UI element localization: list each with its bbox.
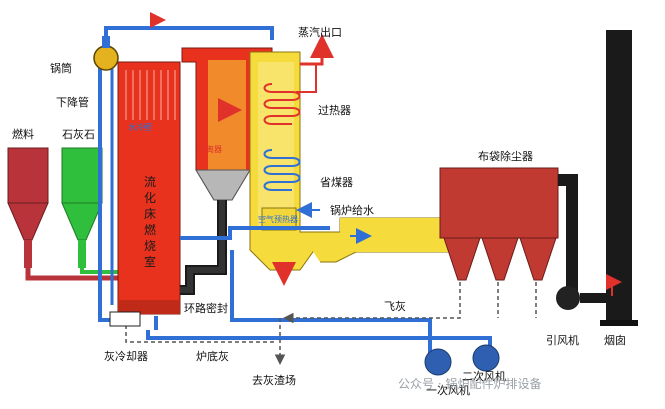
label-superheater: 过热器 xyxy=(318,104,351,117)
label-loop-seal: 环路密封 xyxy=(184,301,228,315)
svg-text:床: 床 xyxy=(144,207,156,221)
ash-cooler xyxy=(109,311,141,327)
label-economizer: 省煤器 xyxy=(320,176,353,189)
fuel-hopper xyxy=(7,147,120,281)
label-steam-outlet: 蒸汽出口 xyxy=(298,25,342,39)
id-fan-duct xyxy=(556,174,606,310)
label-bag-filter: 布袋除尘器 xyxy=(478,149,533,163)
superheater-coil xyxy=(263,34,334,125)
svg-text:化: 化 xyxy=(144,191,156,205)
svg-text:燃: 燃 xyxy=(144,222,156,237)
label-downcomer: 下降管 xyxy=(56,95,89,109)
economizer-coil xyxy=(263,149,320,218)
label-air-preheater: 空气预热器 xyxy=(258,214,298,224)
top-steam-pipe xyxy=(104,12,274,40)
label-water-wall: 水冷壁 xyxy=(128,122,152,132)
back-pass xyxy=(249,51,337,271)
label-bottom-ash: 炉底灰 xyxy=(196,349,229,363)
label-limestone: 石灰石 xyxy=(62,127,95,141)
label-fuel: 燃料 xyxy=(12,127,34,141)
label-ash-yard: 去灰渣场 xyxy=(252,373,296,387)
chimney xyxy=(600,30,638,326)
label-drum: 锅筒 xyxy=(50,61,72,75)
svg-text:室: 室 xyxy=(144,254,156,269)
furnace-chamber xyxy=(117,61,181,315)
label-furnace-vertical: 流 化 床 燃 烧 室 xyxy=(144,175,156,269)
label-separator: 分离器 xyxy=(198,144,222,154)
label-feedwater: 锅炉给水 xyxy=(330,204,374,217)
svg-text:流: 流 xyxy=(144,175,156,189)
air-supply-lines xyxy=(146,226,500,376)
label-secondary-fan: 二次风机 xyxy=(462,369,506,383)
label-ash-cooler: 灰冷却器 xyxy=(104,349,148,363)
watermark-text: 公众号 · 锅炉配件炉排设备 xyxy=(398,376,541,391)
loop-seal-pipe xyxy=(180,200,227,295)
label-fly-ash: 飞灰 xyxy=(384,299,406,313)
label-chimney: 烟囱 xyxy=(604,333,626,347)
svg-text:烧: 烧 xyxy=(144,239,156,253)
bag-filter xyxy=(439,167,559,281)
label-id-fan: 引风机 xyxy=(546,333,579,347)
steam-drum xyxy=(93,36,119,71)
label-primary-fan: 一次风机 xyxy=(426,383,470,397)
